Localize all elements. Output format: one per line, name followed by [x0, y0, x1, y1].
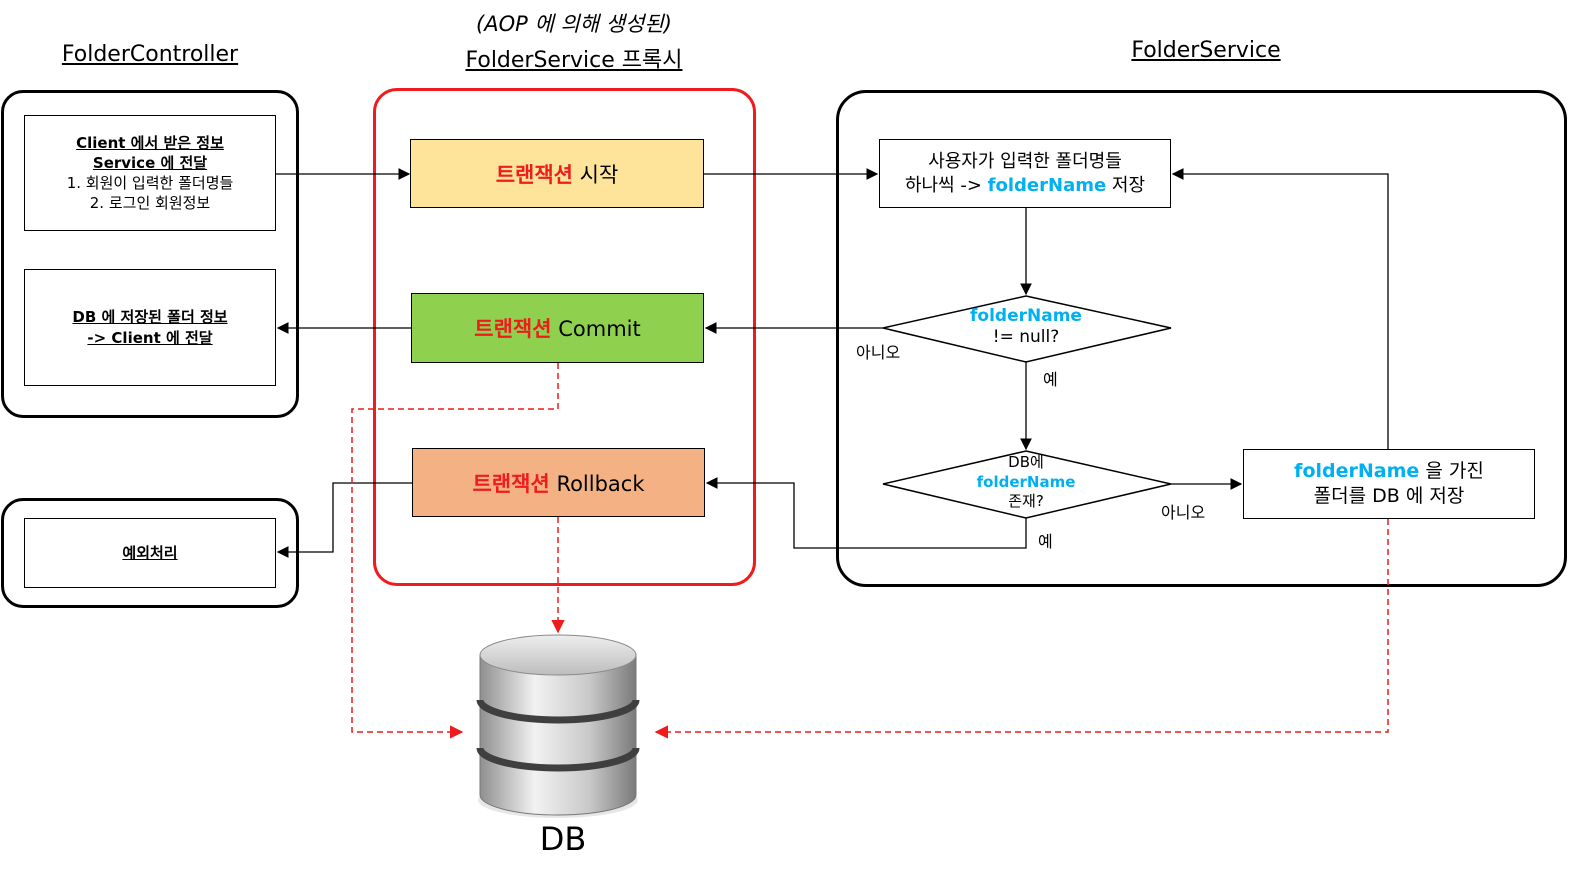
input-line2-var: folderName: [987, 174, 1107, 196]
service-container: [836, 90, 1567, 587]
save-line2: 폴더를 DB 에 저장: [1313, 485, 1465, 507]
exception-box: 예외처리: [24, 518, 276, 588]
decision1-var: folderName: [970, 306, 1082, 326]
arrow-decision2-to-rollback: [705, 477, 1027, 549]
tx-commit-box: 트랜잭션 Commit: [411, 293, 704, 363]
input-line2-post: 저장: [1106, 174, 1146, 196]
label-no-decision2: 아니오: [1161, 503, 1206, 522]
decision1-text: folderName != null?: [940, 306, 1112, 349]
save-var: folderName: [1294, 460, 1420, 483]
decision1-cond: != null?: [992, 327, 1060, 348]
input-line2-pre: 하나씩 ->: [904, 174, 988, 196]
save-line1-post: 을 가진: [1419, 460, 1484, 483]
request-line1: Client 에서 받은 정보: [76, 133, 224, 152]
tx-start-label: 시작: [579, 162, 619, 187]
input-foldernames-box: 사용자가 입력한 폴더명들 하나씩 -> folderName 저장: [879, 139, 1171, 208]
decision2-pre: DB에: [1008, 453, 1044, 471]
dashed-save-to-db: [654, 519, 1389, 739]
database-icon: [476, 634, 640, 818]
tx-commit-word: 트랜잭션: [474, 317, 552, 341]
request-info-box: Client 에서 받은 정보 Service 에 전달 1. 회원이 입력한 …: [24, 115, 276, 231]
decision2-var: folderName: [976, 472, 1076, 491]
tx-commit-label: Commit: [558, 317, 641, 341]
request-line2: Service 에 전달: [92, 153, 208, 172]
response-info-box: DB 에 저장된 폴더 정보 -> Client 에 전달: [24, 269, 276, 386]
response-line2: -> Client 에 전달: [87, 328, 213, 347]
dashed-commit-to-db: [351, 363, 559, 739]
input-line1: 사용자가 입력한 폴더명들: [928, 151, 1122, 173]
proxy-subtitle: (AOP 에 의해 생성된): [476, 12, 672, 36]
label-no-decision1: 아니오: [856, 343, 901, 362]
decision2-post: 존재?: [1008, 492, 1044, 510]
decision2-text: DB에 folderName 존재?: [940, 453, 1112, 512]
tx-start-word: 트랜잭션: [495, 162, 573, 187]
controller-title: FolderController: [61, 42, 239, 67]
response-line1: DB 에 저장된 폴더 정보: [72, 308, 228, 327]
request-item2: 2. 로그인 회원정보: [89, 194, 211, 213]
exception-label: 예외처리: [122, 543, 178, 562]
service-title: FolderService: [1131, 38, 1281, 63]
proxy-container: [373, 88, 756, 586]
tx-rollback-word: 트랜잭션: [472, 471, 550, 496]
proxy-title: FolderService 프록시: [465, 48, 683, 73]
label-yes-decision2: 예: [1038, 532, 1053, 551]
label-yes-decision1: 예: [1043, 370, 1058, 389]
db-label: DB: [539, 820, 587, 858]
tx-rollback-box: 트랜잭션 Rollback: [412, 448, 705, 517]
arrow-save-loop-to-input: [1171, 168, 1389, 449]
request-item1: 1. 회원이 입력한 폴더명들: [66, 174, 234, 192]
tx-start-box: 트랜잭션 시작: [410, 139, 704, 208]
tx-rollback-label: Rollback: [556, 471, 645, 496]
arrow-rollback-to-exception: [276, 482, 412, 558]
save-folder-box: folderName 을 가진 폴더를 DB 에 저장: [1243, 449, 1535, 519]
exception-container: [1, 498, 299, 608]
controller-container: [1, 90, 299, 418]
